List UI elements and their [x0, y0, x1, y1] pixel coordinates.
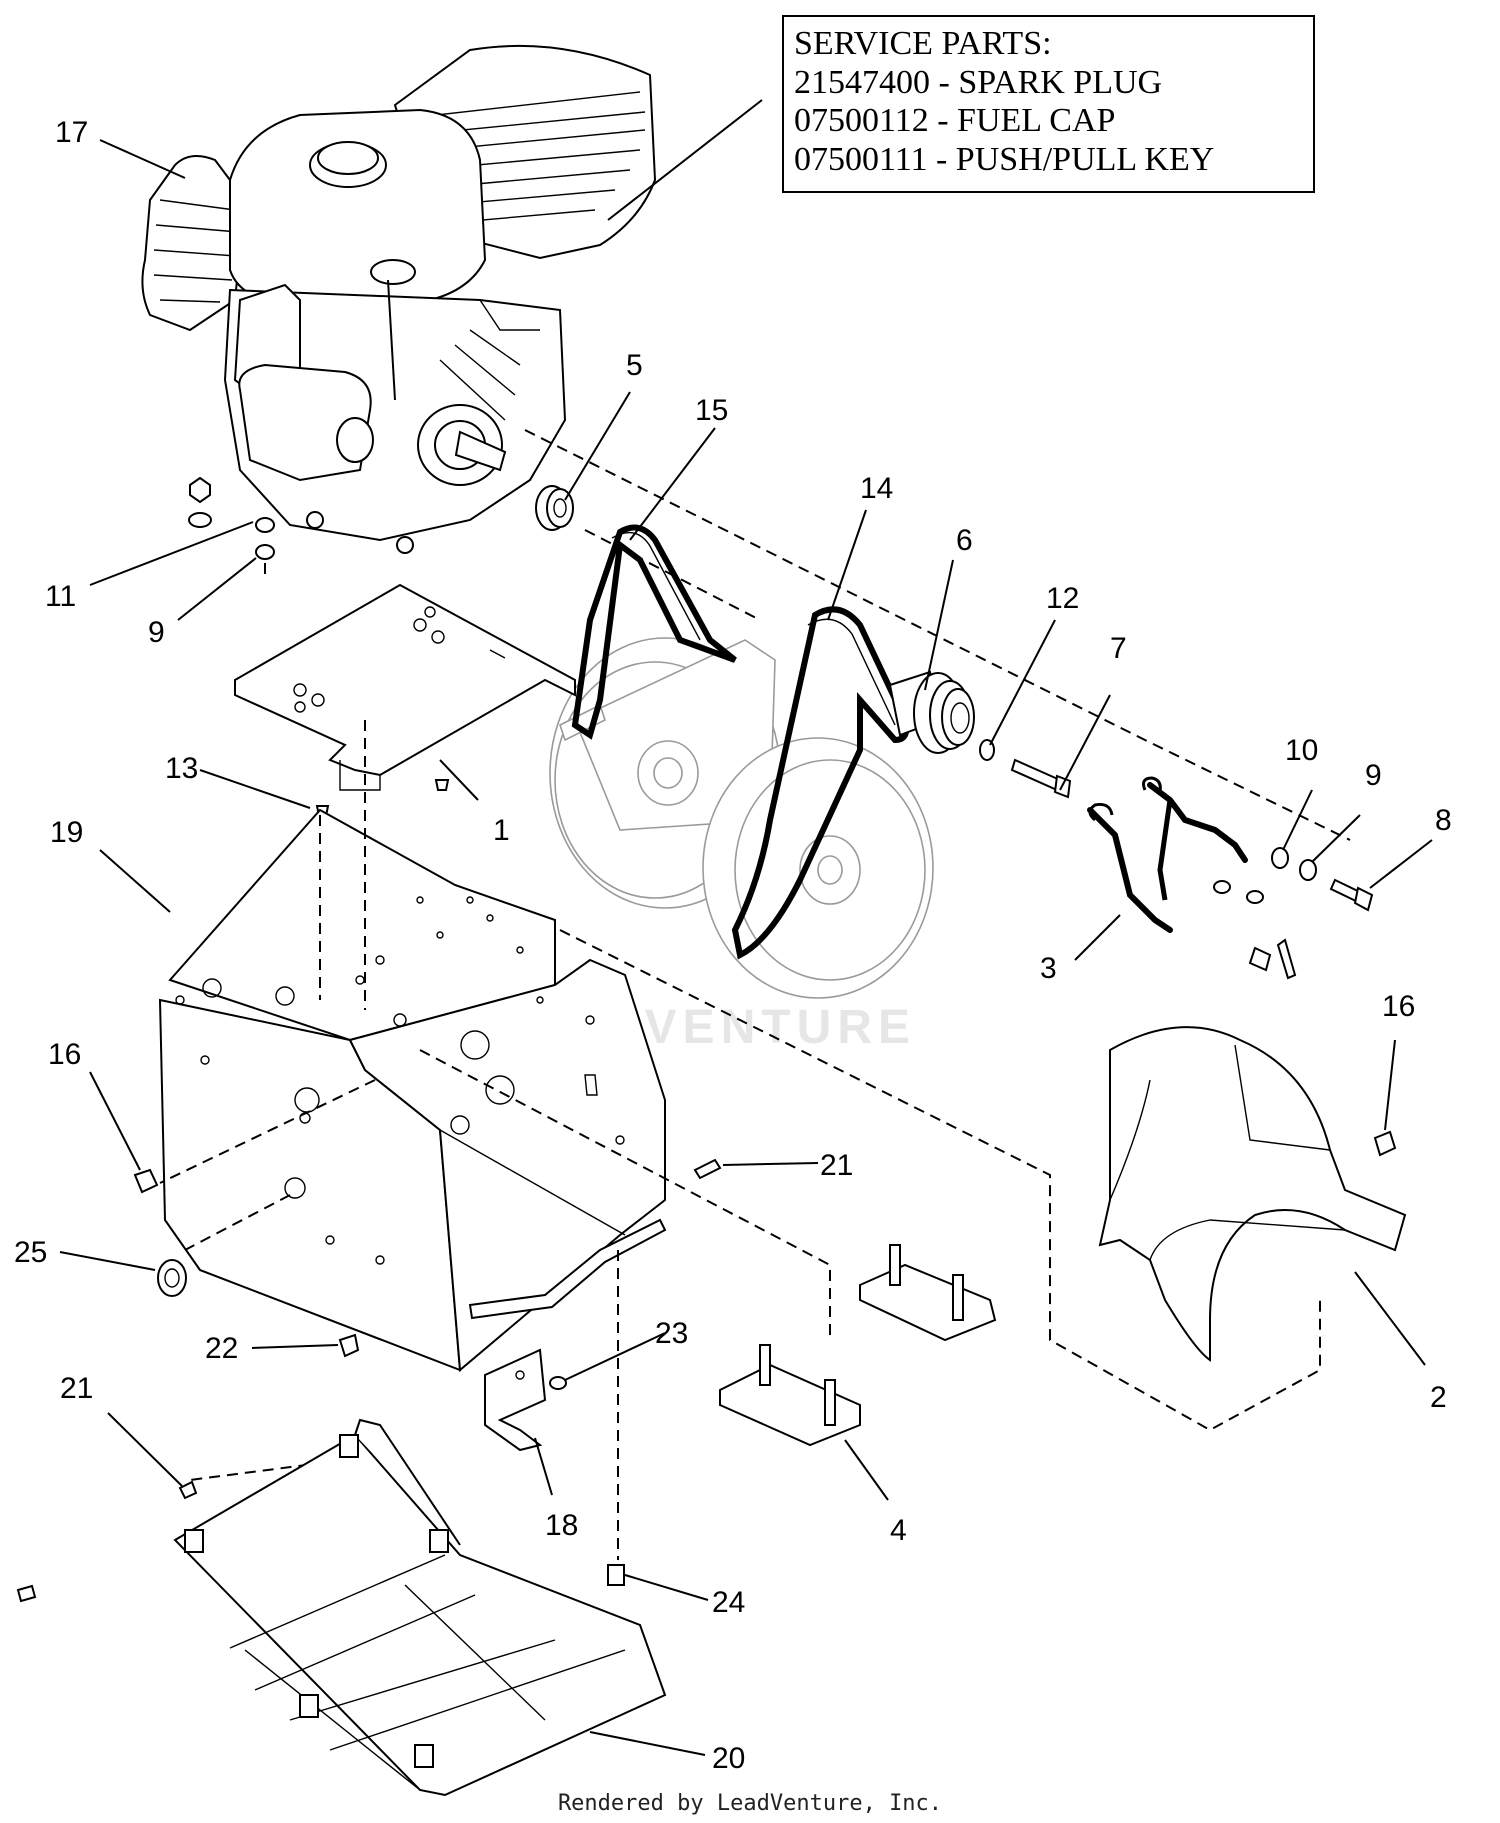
callout-3: 3 [1040, 952, 1057, 985]
bolt-part-7 [1010, 758, 1072, 799]
bolt-part-16b [1373, 1130, 1397, 1157]
callout-9b: 9 [1365, 759, 1382, 792]
callout-4: 4 [890, 1514, 907, 1547]
bottom-pan-part-20 [173, 1418, 667, 1797]
callout-9: 9 [148, 616, 165, 649]
bolt-part-21a [178, 1480, 198, 1500]
callout-14: 14 [860, 472, 893, 505]
belt-part-14 [731, 606, 910, 960]
callout-11: 11 [45, 580, 76, 613]
belt-cover-part-2 [1098, 1026, 1407, 1362]
callout-22: 22 [205, 1332, 238, 1365]
mount-bracket-upper [859, 1244, 997, 1342]
callout-20: 20 [712, 1742, 745, 1775]
callout-6: 6 [956, 524, 973, 557]
pulley-part-5 [535, 485, 574, 531]
service-parts-heading: SERVICE PARTS: [794, 25, 1052, 62]
bolt-part-21b [693, 1158, 722, 1180]
callout-23: 23 [655, 1317, 688, 1350]
idler-bracket-part-3 [1087, 776, 1248, 933]
service-parts-box: SERVICE PARTS: 21547400 - SPARK PLUG 075… [782, 15, 1315, 193]
mount-bracket-part-4 [719, 1344, 861, 1447]
nut-part-24 [607, 1564, 625, 1586]
callout-12: 12 [1046, 582, 1079, 615]
service-part-push-pull-key: 07500111 - PUSH/PULL KEY [794, 140, 1215, 178]
auger-pulley-ghost [549, 637, 934, 999]
mount-plate-part-1 [234, 583, 576, 791]
callout-5: 5 [626, 349, 643, 382]
service-part-fuel-cap: 07500112 - FUEL CAP [794, 102, 1116, 139]
loose-screw [16, 1584, 37, 1603]
bolt-part-22 [338, 1333, 360, 1358]
callout-24: 24 [712, 1586, 745, 1619]
callout-15: 15 [695, 394, 728, 427]
seal-part-25 [157, 1259, 187, 1297]
engine-part-17 [141, 44, 657, 554]
callout-2: 2 [1430, 1381, 1447, 1414]
service-part-spark-plug: 21547400 - SPARK PLUG [794, 63, 1163, 101]
frame-part-19 [158, 808, 666, 1373]
callout-16b: 16 [1382, 990, 1415, 1023]
callout-18: 18 [545, 1509, 578, 1542]
pulley-part-6 [888, 670, 975, 754]
callout-1: 1 [493, 814, 510, 847]
callout-13: 13 [165, 752, 198, 785]
axle-rod [468, 1218, 667, 1320]
render-credit: Rendered by LeadVenture, Inc. [557, 1791, 943, 1816]
bolt-part-16a [133, 1168, 159, 1194]
washer-part-9b [1299, 859, 1317, 881]
callout-17: 17 [55, 116, 88, 149]
shaft-axis-dashes [524, 429, 1351, 841]
washer-part-10 [1271, 847, 1289, 869]
callout-21a: 21 [60, 1372, 93, 1405]
callout-7: 7 [1110, 632, 1127, 665]
callout-10: 10 [1285, 734, 1318, 767]
bolt-part-8 [1329, 878, 1374, 912]
bracket-part-18 [484, 1348, 547, 1452]
washer-part-9a [255, 544, 275, 560]
callout-19: 19 [50, 816, 83, 849]
leader-lines [59, 99, 1433, 1756]
nut-part-11 [255, 517, 275, 533]
callout-21b: 21 [820, 1149, 853, 1182]
nut-part-23 [549, 1376, 567, 1390]
callout-25: 25 [14, 1236, 47, 1269]
callout-8: 8 [1435, 804, 1452, 837]
callout-16a: 16 [48, 1038, 81, 1071]
